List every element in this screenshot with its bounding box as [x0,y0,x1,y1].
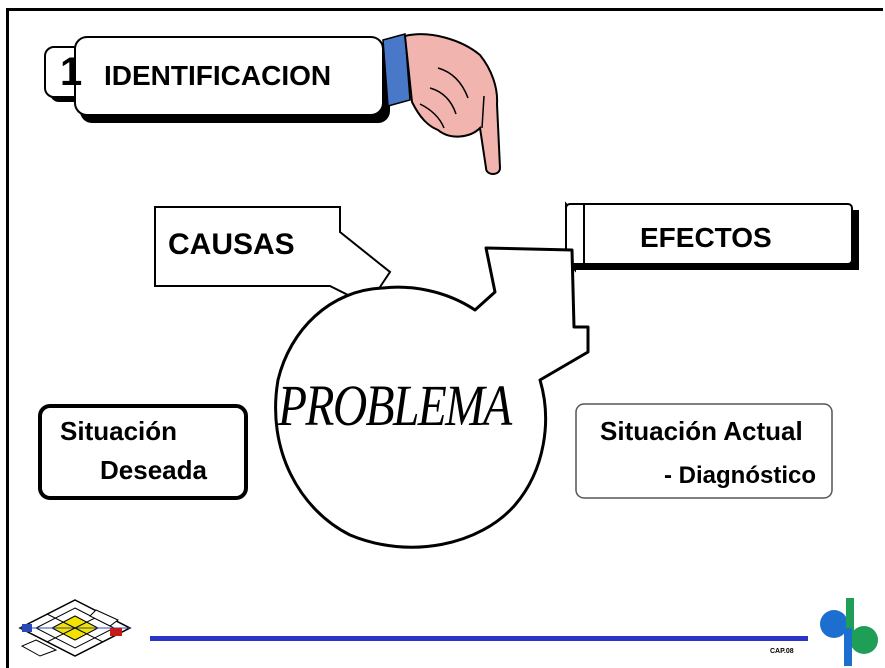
page-title: IDENTIFICACION [104,60,332,91]
current-situation-line1: Situación Actual [600,416,803,446]
desired-situation-line2: Deseada [100,455,207,485]
desired-situation-box [38,404,248,500]
pointing-hand-icon [382,33,502,175]
current-situation-box [575,403,833,499]
footer-rule [150,636,808,641]
diamond-emblem-icon [18,599,132,657]
footer-code: CAP.08 [770,648,794,655]
problem-label: PROBLEMA [278,373,512,438]
title-box [74,36,390,123]
causes-label: CAUSAS [168,228,295,261]
slide-frame [6,8,883,668]
step-number: 1 [60,50,83,94]
org-logo-icon [820,598,878,666]
problem-circle [274,246,590,549]
desired-situation-line1: Situación [60,416,178,446]
current-situation-line2: - Diagnóstico [664,462,817,489]
effects-label: EFECTOS [640,222,772,253]
